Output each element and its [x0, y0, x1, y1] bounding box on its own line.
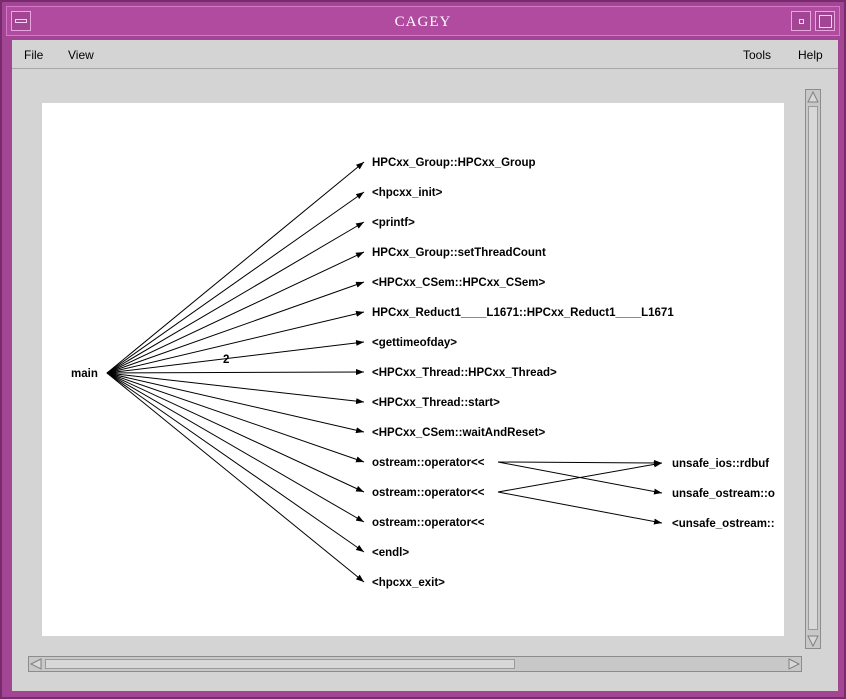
call-edge [106, 369, 365, 376]
maximize-icon [819, 15, 832, 28]
call-edge [106, 251, 365, 374]
call-edge [106, 372, 365, 523]
vertical-scroll-thumb[interactable] [808, 106, 818, 630]
call-edge [497, 491, 663, 525]
horizontal-scroll-thumb[interactable] [45, 659, 515, 669]
node-secondary[interactable]: unsafe_ostream::o [672, 488, 775, 500]
client-area: main HPCxx_Group::HPCxx_Group<hpcxx_init>… [12, 69, 838, 691]
call-edge [106, 372, 365, 583]
node-callee[interactable]: ostream::operator<< [372, 487, 485, 499]
call-edge [106, 372, 365, 493]
call-edge [106, 191, 365, 374]
scroll-right-icon[interactable] [787, 657, 801, 671]
node-callee[interactable]: <HPCxx_CSem::HPCxx_CSem> [372, 277, 546, 289]
node-callee[interactable]: ostream::operator<< [372, 457, 485, 469]
scroll-down-icon[interactable] [806, 634, 820, 648]
node-callee[interactable]: <HPCxx_Thread::HPCxx_Thread> [372, 367, 557, 379]
node-callee[interactable]: HPCxx_Group::HPCxx_Group [372, 157, 536, 169]
node-callee[interactable]: <HPCxx_CSem::waitAndReset> [372, 427, 545, 439]
scroll-left-icon[interactable] [29, 657, 43, 671]
node-callee[interactable]: HPCxx_Reduct1____L1671::HPCxx_Reduct1___… [372, 307, 674, 319]
window-menu-button[interactable] [11, 11, 31, 31]
title-bar[interactable]: CAGEY [6, 6, 840, 36]
node-callee[interactable]: HPCxx_Group::setThreadCount [372, 247, 546, 259]
menu-bar: File View Tools Help [12, 40, 838, 69]
node-callee[interactable]: <printf> [372, 217, 415, 229]
call-graph-canvas[interactable]: main HPCxx_Group::HPCxx_Group<hpcxx_init>… [42, 103, 784, 636]
call-edge [497, 459, 663, 466]
call-edge [106, 372, 365, 434]
node-callee[interactable]: <hpcxx_exit> [372, 577, 445, 589]
scroll-up-icon[interactable] [806, 90, 820, 104]
maximize-button[interactable] [815, 11, 835, 31]
node-callee[interactable]: <endl> [372, 547, 409, 559]
call-edge [106, 281, 365, 374]
menu-file[interactable]: File [24, 48, 44, 62]
window-title: CAGEY [394, 14, 452, 30]
vertical-scrollbar[interactable] [805, 89, 821, 649]
minimize-button[interactable] [791, 11, 811, 31]
node-secondary[interactable]: unsafe_ios::rdbuf [672, 458, 769, 470]
call-edge [106, 372, 365, 553]
minimize-icon [799, 19, 804, 24]
menu-help[interactable]: Help [798, 48, 823, 62]
call-edge [106, 339, 365, 374]
node-callee[interactable]: <gettimeofday> [372, 337, 457, 349]
call-edge [497, 461, 663, 493]
call-edge [106, 372, 365, 405]
node-callee[interactable]: ostream::operator<< [372, 517, 485, 529]
node-callee[interactable]: <HPCxx_Thread::start> [372, 397, 500, 409]
call-edge [106, 221, 365, 374]
window-menu-icon [15, 19, 27, 23]
call-graph: main HPCxx_Group::HPCxx_Group<hpcxx_init>… [71, 157, 775, 589]
call-edge [106, 310, 365, 374]
node-callee[interactable]: <hpcxx_init> [372, 187, 443, 199]
horizontal-scrollbar[interactable] [28, 656, 802, 672]
menu-tools[interactable]: Tools [743, 48, 772, 62]
node-main[interactable]: main [71, 368, 98, 380]
node-secondary[interactable]: <unsafe_ostream:: [672, 518, 775, 530]
menu-view[interactable]: View [68, 48, 94, 62]
call-edge [106, 161, 365, 374]
edge-weight-label: 2 [223, 354, 229, 366]
call-edge [106, 372, 365, 463]
